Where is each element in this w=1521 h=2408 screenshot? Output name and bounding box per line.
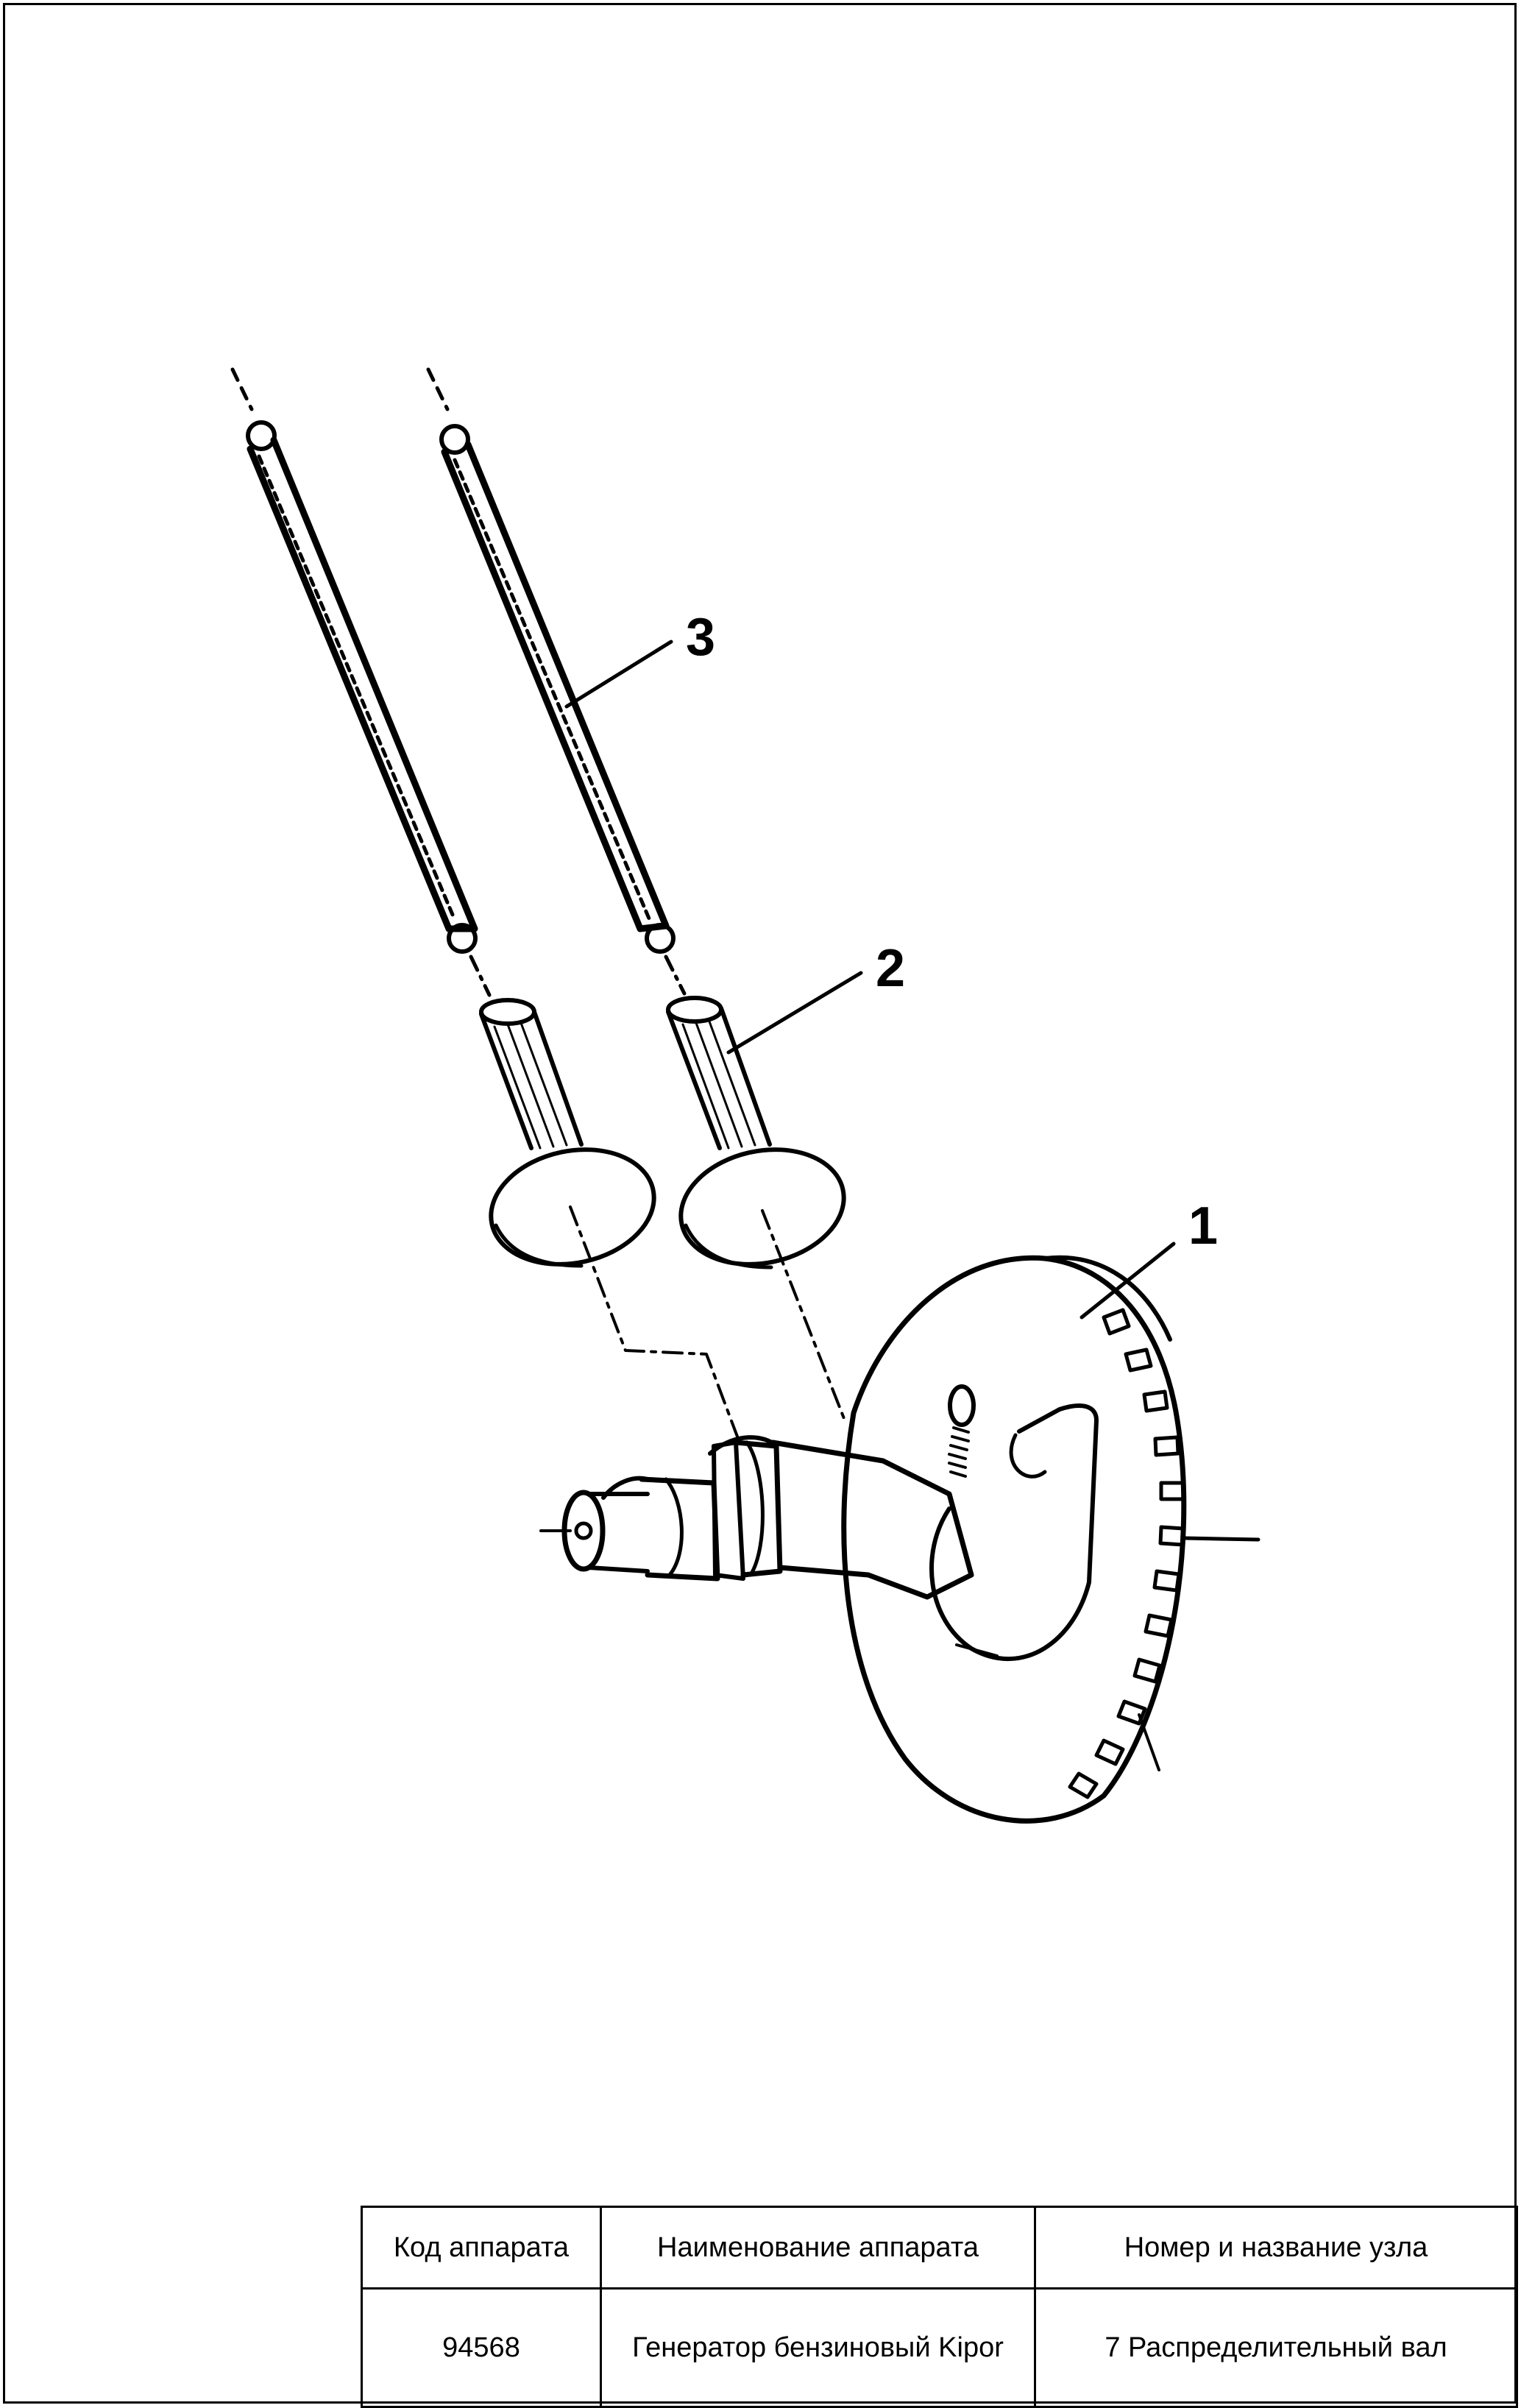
header-device-code: Код аппарата <box>361 2206 602 2290</box>
valve-lifter-right <box>666 996 846 1269</box>
leader-line-3 <box>564 640 673 709</box>
leader-line-1 <box>1079 1242 1176 1320</box>
callout-1: 1 <box>1188 1197 1218 1256</box>
title-block-table: Код аппарата Наименование аппарата Номер… <box>361 2206 1518 2408</box>
leader-line-2 <box>726 971 863 1055</box>
header-device-name: Наименование аппарата <box>600 2206 1036 2290</box>
assembly-name-value: 7 Распределительный вал <box>1034 2287 1518 2408</box>
device-name-value: Генератор бензиновый Kipor <box>600 2287 1036 2408</box>
device-code-value: 94568 <box>361 2287 602 2408</box>
camshaft-gear-assembly <box>539 1255 1261 1824</box>
callout-3: 3 <box>686 608 715 667</box>
title-block-header-row: Код аппарата Наименование аппарата Номер… <box>361 2206 1518 2290</box>
push-rod-right <box>426 367 687 996</box>
title-block-value-row: 94568 Генератор бензиновый Kipor 7 Распр… <box>361 2287 1518 2408</box>
push-rod-left <box>230 367 492 997</box>
header-assembly-name: Номер и название узла <box>1034 2206 1518 2290</box>
callout-2: 2 <box>876 939 905 998</box>
valve-lifter-left <box>479 998 656 1268</box>
